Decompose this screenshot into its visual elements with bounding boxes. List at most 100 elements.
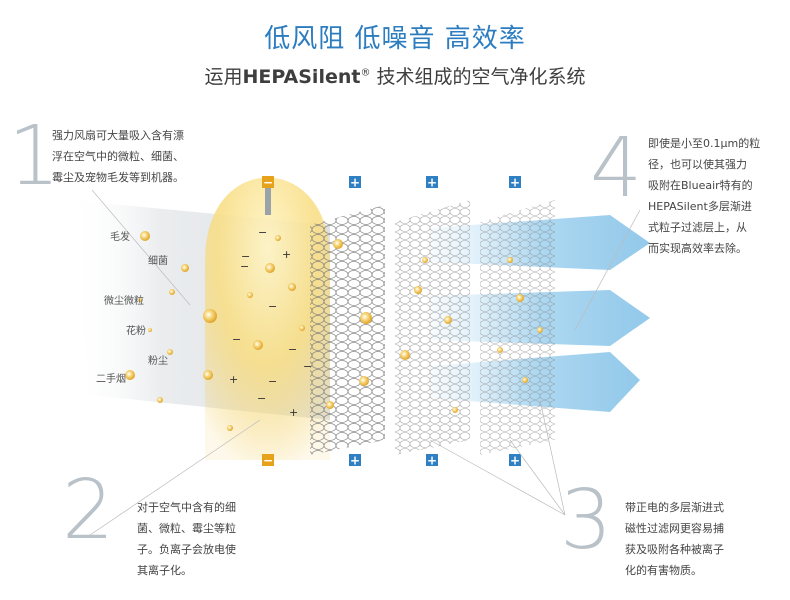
particle-dot <box>507 257 513 263</box>
positive-ion-symbol: + <box>229 373 238 386</box>
step-3-line: 化的有害物质。 <box>625 564 702 577</box>
svg-text:+: + <box>427 176 437 190</box>
step-4-line: 式粒子过滤层上，从 <box>648 221 747 234</box>
step-4-line: 即使是小至0.1μm的粒 <box>648 137 761 150</box>
particle-dot <box>275 235 281 241</box>
filter-layer-2 <box>395 200 470 455</box>
negative-ion-symbol: − <box>268 375 277 388</box>
particle-label-pollen: 花粉 <box>126 326 146 337</box>
step-4-line: HEPASilent多层渐进 <box>648 200 752 213</box>
particle-dot <box>125 370 135 380</box>
step-3-text: 带正电的多层渐进式 磁性过滤网更容易捕 获及吸附各种被离子 化的有害物质。 <box>625 497 775 581</box>
filter-positive-terminal-top-1: + <box>349 176 361 190</box>
negative-ion-symbol: − <box>288 343 297 356</box>
step-2-number: 2 <box>62 463 115 558</box>
filter-positive-terminal-top-3: + <box>509 176 521 190</box>
svg-text:−: − <box>263 176 273 190</box>
step-1-line: 霉尘及宠物毛发等到机器。 <box>52 171 184 184</box>
negative-ion-symbol: − <box>258 226 267 239</box>
step-4-line: 而实现高效率去除。 <box>648 242 747 255</box>
step-2-line: 子。负离子会放电使 <box>137 543 236 556</box>
step-2-line: 对于空气中含有的细 <box>137 501 236 514</box>
filter-positive-terminal-bottom-2: + <box>426 454 438 468</box>
particle-dot <box>414 286 422 294</box>
particle-label-dust: 粉尘 <box>148 356 168 367</box>
ionizer-field <box>205 177 330 460</box>
svg-text:+: + <box>510 454 520 468</box>
ionizer-negative-terminal-bottom: − <box>262 454 274 468</box>
negative-ion-symbol: − <box>268 300 277 313</box>
particle-dot <box>422 257 428 263</box>
leader-line-2a <box>89 419 261 536</box>
step-1-line: 浮在空气中的微粒、细菌、 <box>52 150 184 163</box>
particle-dot <box>326 401 334 409</box>
particle-label-smoke: 二手烟 <box>96 374 126 385</box>
step-4-number: 4 <box>590 121 643 216</box>
filter-positive-terminal-bottom-3: + <box>509 454 521 468</box>
step-1-number: 1 <box>8 109 61 204</box>
particle-dot <box>140 231 150 241</box>
step-2-line: 菌、微粒、霉尘等粒 <box>137 522 236 535</box>
leader-line-4 <box>574 209 641 331</box>
step-4-line: 吸附在Blueair特有的 <box>648 179 753 192</box>
particle-dot <box>537 327 543 333</box>
leader-line-1 <box>91 189 191 306</box>
particle-dot <box>157 397 163 403</box>
particle-dot <box>360 312 372 324</box>
particle-label-fine-dust: 微尘微粒 <box>104 296 144 307</box>
particle-dot <box>497 347 503 353</box>
particle-dot <box>444 316 452 324</box>
leader-line-3a <box>429 439 566 516</box>
particle-label-hair: 毛发 <box>110 232 130 243</box>
step-2-line: 其离子化。 <box>137 564 192 577</box>
step-4-line: 径，也可以使其强力 <box>648 158 747 171</box>
particle-dot <box>333 239 343 249</box>
step-3-line: 获及吸附各种被离子 <box>625 543 724 556</box>
positive-ion-symbol: + <box>282 248 291 261</box>
page-title: 低风阻 低噪音 高效率 <box>264 24 526 54</box>
particle-dot <box>452 407 458 413</box>
step-1-text: 强力风扇可大量吸入含有漂 浮在空气中的微粒、细菌、 霉尘及宠物毛发等到机器。 <box>52 125 222 188</box>
particle-dot <box>516 294 524 302</box>
particle-dot <box>148 328 152 332</box>
particle-dot <box>181 264 189 272</box>
filter-layer-3 <box>480 200 555 455</box>
leader-line-3c <box>539 399 566 516</box>
particle-dot <box>247 292 253 298</box>
particle-dot <box>203 370 213 380</box>
particle-dot <box>265 263 275 273</box>
svg-text:+: + <box>427 454 437 468</box>
particle-dot <box>169 289 175 295</box>
particle-dot <box>203 309 217 323</box>
step-3-line: 带正电的多层渐进式 <box>625 501 724 514</box>
negative-ion-symbol: − <box>241 250 250 263</box>
step-2-text: 对于空气中含有的细 菌、微粒、霉尘等粒 子。负离子会放电使 其离子化。 <box>137 497 277 581</box>
filter-layer-1 <box>310 205 385 455</box>
particle-dot <box>227 425 233 431</box>
particle-label-bacteria: 细菌 <box>148 256 168 267</box>
particle-dot <box>138 298 142 302</box>
particle-dot <box>400 350 410 360</box>
subtitle-registered-mark: ® <box>360 67 371 79</box>
particle-dot <box>299 325 305 331</box>
particle-dot <box>522 377 528 383</box>
step-4-text: 即使是小至0.1μm的粒 径，也可以使其强力 吸附在Blueair特有的 HEP… <box>648 133 783 259</box>
positive-ion-symbol: + <box>289 406 298 419</box>
svg-text:+: + <box>510 176 520 190</box>
particle-dot <box>253 340 263 350</box>
svg-text:−: − <box>263 454 273 468</box>
page-subtitle: 运用HEPASilent® 技术组成的空气净化系统 <box>0 62 790 89</box>
subtitle-suffix: 技术组成的空气净化系统 <box>370 66 586 88</box>
particle-dot <box>288 283 296 291</box>
negative-ion-symbol: − <box>240 260 249 273</box>
step-3-line: 磁性过滤网更容易捕 <box>625 522 724 535</box>
leader-line-3b <box>509 439 566 516</box>
ionizer-negative-terminal-top: − <box>262 176 274 190</box>
step-1-line: 强力风扇可大量吸入含有漂 <box>52 129 184 142</box>
particle-dot <box>359 376 369 386</box>
filter-positive-terminal-bottom-1: + <box>349 454 361 468</box>
svg-text:+: + <box>350 176 360 190</box>
subtitle-prefix: 运用 <box>204 66 243 88</box>
negative-ion-symbol: − <box>232 333 241 346</box>
